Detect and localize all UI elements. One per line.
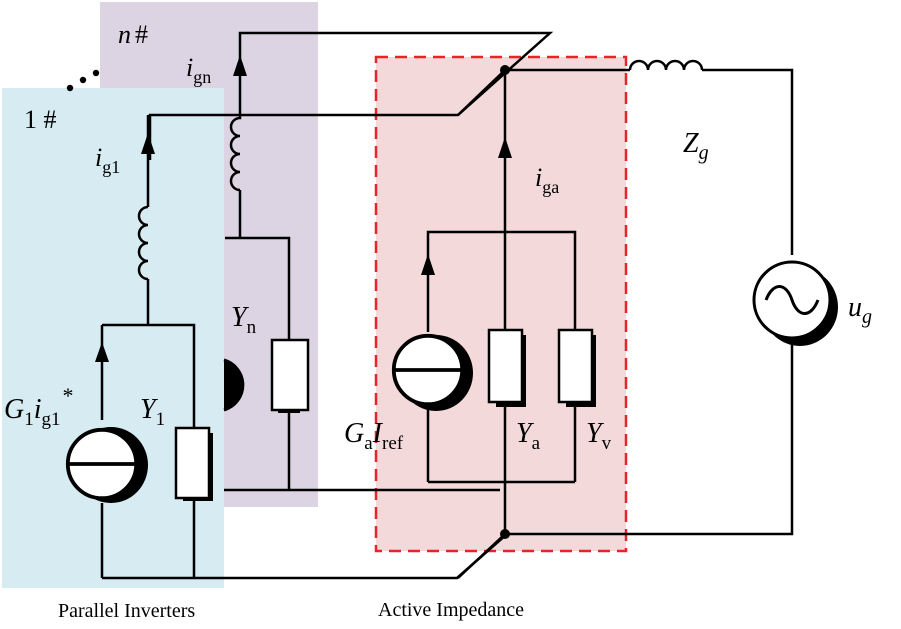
- grid-circuit: [505, 59, 838, 536]
- label-n-hash: n#: [118, 20, 148, 49]
- label-ga-iref: GaIref: [344, 418, 404, 454]
- label-1-hash: 1 #: [24, 105, 57, 134]
- active-impedance-border: [374, 55, 628, 553]
- inverter-n-circuit: [148, 31, 554, 492]
- label-y-n: Yn: [231, 302, 257, 338]
- label-g1-ig1: G1ig1*: [4, 383, 74, 430]
- caption-active-impedance: Active Impedance: [378, 599, 524, 621]
- arrow-ign: [233, 55, 247, 76]
- label-i-g1: ig1: [95, 143, 120, 177]
- inverter-1-circuit: [65, 115, 508, 580]
- label-z-g: Zg: [683, 128, 709, 164]
- arrow-source-a: [421, 254, 435, 275]
- arrow-source-1: [95, 342, 109, 362]
- label-i-ga: iga: [535, 163, 559, 197]
- ellipsis-dots: [66, 69, 100, 92]
- inverter-1-region: [2, 88, 224, 588]
- label-u-g: ug: [848, 292, 872, 328]
- caption-parallel-inverters: Parallel Inverters: [58, 600, 195, 622]
- arrow-ig1: [141, 133, 155, 154]
- label-y-1: Y1: [140, 394, 165, 430]
- label-y-v: Yv: [586, 418, 612, 454]
- label-y-a: Ya: [516, 418, 541, 454]
- arrow-iga: [498, 137, 512, 158]
- label-i-gn: ign: [186, 53, 211, 87]
- active-impedance-region: [376, 57, 626, 551]
